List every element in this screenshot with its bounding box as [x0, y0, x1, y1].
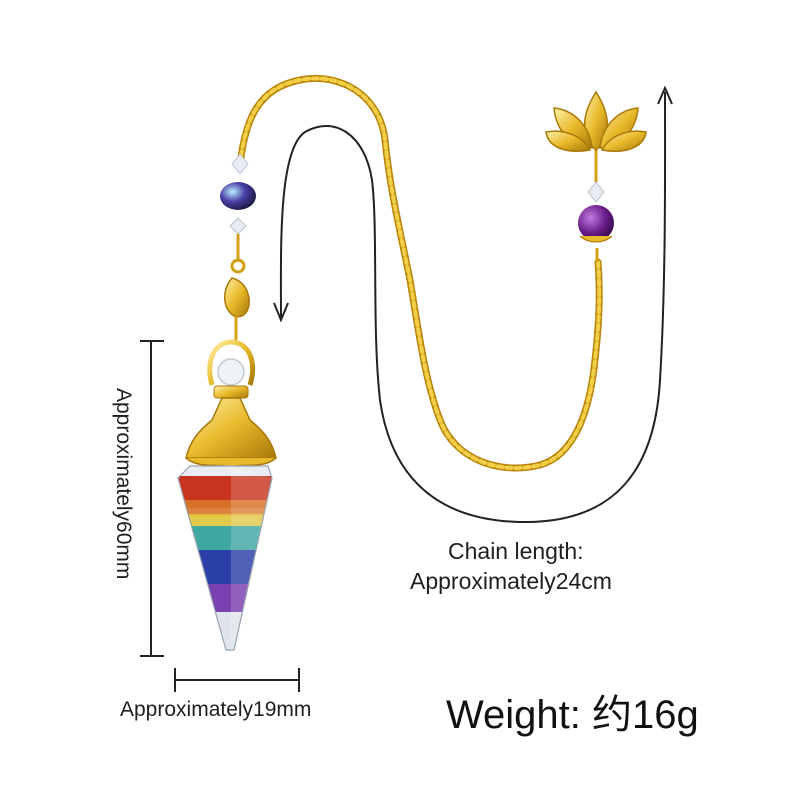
width-dimension-line: [174, 668, 300, 692]
crystal-bead: [217, 358, 245, 386]
weight-label: Weight: 约16g: [446, 693, 699, 737]
chakra-pendant: [177, 339, 277, 651]
amethyst-bead: [578, 205, 614, 241]
gold-chain: [236, 75, 603, 472]
chain-length-arrow: [273, 85, 673, 524]
width-label: Approximately19mm: [120, 698, 312, 721]
height-label: Approximately60mm: [112, 388, 135, 580]
chain-length-title: Chain length:: [448, 538, 584, 564]
lobster-clasp: [224, 277, 250, 318]
right-chain-end: [545, 90, 647, 262]
chain-length-value: Approximately24cm: [410, 568, 612, 594]
lotus-charm: [545, 90, 647, 152]
aurora-bead: [220, 182, 256, 210]
height-dimension-line: [140, 340, 164, 657]
filigree-cap: [185, 397, 277, 459]
left-chain-end: [220, 153, 256, 345]
